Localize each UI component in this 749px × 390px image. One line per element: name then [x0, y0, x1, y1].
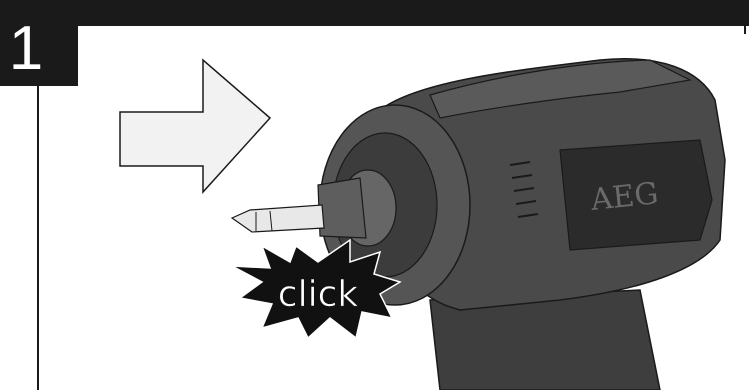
drill-body: [232, 59, 725, 390]
direction-arrow-icon: [120, 60, 270, 192]
click-callout: click: [278, 274, 359, 315]
brand-mark: AEG: [588, 176, 660, 218]
